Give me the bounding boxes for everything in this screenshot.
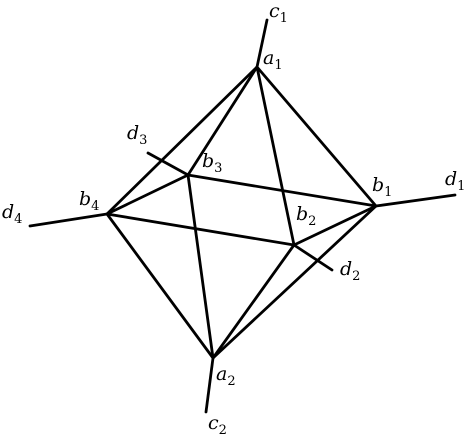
labels: c1 a1 d3 b3 b1 d1 b4 d4 b2 d2 a2 c2	[2, 0, 465, 436]
label-d4: d4	[2, 201, 22, 227]
label-b4: b4	[79, 188, 99, 214]
spoke-a2-c2	[204, 356, 215, 414]
edge-a1-b1	[255, 65, 378, 208]
label-c2: c2	[208, 412, 227, 436]
edges	[105, 65, 378, 360]
label-a2: a2	[216, 363, 236, 389]
spoke-a1-c1	[255, 18, 269, 69]
spoke-b3-d3	[146, 151, 190, 177]
edge-b2-b1	[292, 204, 378, 247]
edge-a1-b3	[186, 65, 259, 177]
spokes	[28, 18, 457, 414]
label-d1: d1	[445, 168, 465, 194]
edge-a2-b2	[211, 243, 296, 360]
edge-a2-b1	[211, 204, 378, 360]
edge-a2-b3	[186, 173, 215, 360]
label-c1: c1	[269, 0, 288, 26]
label-a1: a1	[263, 47, 283, 73]
edge-b4-b2	[105, 212, 296, 247]
spoke-b4-d4	[28, 212, 109, 228]
label-d3: d3	[127, 122, 147, 148]
edge-a1-b2	[255, 65, 296, 247]
label-b1: b1	[372, 174, 392, 200]
label-d2: d2	[340, 258, 360, 284]
edge-b4-b3	[105, 173, 190, 216]
spoke-b1-d1	[374, 193, 457, 208]
edge-b3-b1	[186, 173, 378, 208]
label-b3: b3	[202, 150, 222, 176]
edge-a1-b4	[105, 65, 259, 216]
spoke-b2-d2	[292, 243, 334, 272]
edge-a2-b4	[105, 212, 215, 360]
label-b2: b2	[296, 203, 316, 229]
